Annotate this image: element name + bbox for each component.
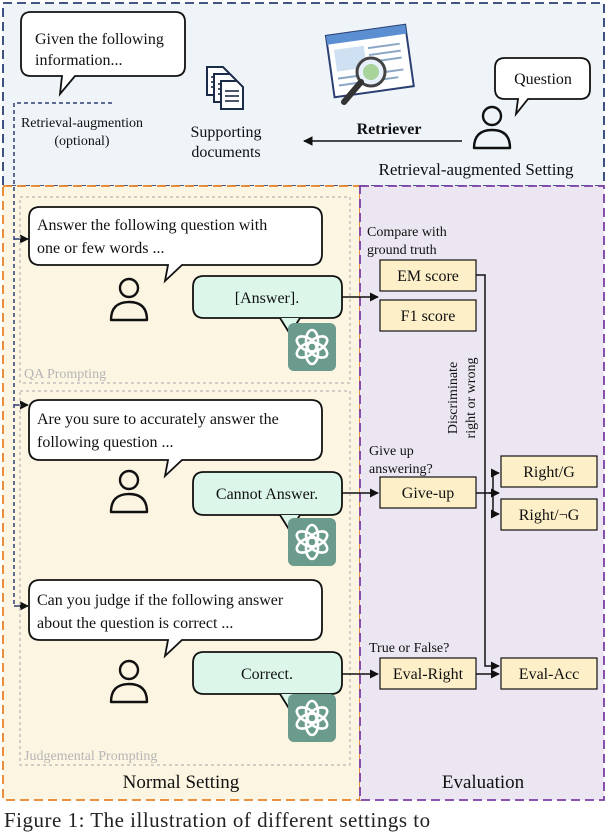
augmentation-label: Retrieval-augmention bbox=[21, 116, 143, 131]
retrieval-setting-label: Retrieval-augmented Setting bbox=[379, 160, 574, 179]
documents-label: documents bbox=[191, 144, 260, 161]
given-info-line2: information... bbox=[35, 52, 123, 69]
eval-acc-label: Eval-Acc bbox=[519, 666, 579, 683]
confidence-prompt-bubble: Are you sure to accurately answer the fo… bbox=[28, 399, 323, 479]
judgement-answer-text: Correct. bbox=[241, 666, 293, 683]
judgemental-prompting-label: Judgemental Prompting bbox=[24, 749, 157, 764]
qa-answer-bubble: [Answer]. bbox=[192, 275, 343, 336]
augmentation-optional-label: (optional) bbox=[54, 134, 110, 149]
chatgpt-icon bbox=[286, 321, 338, 373]
f1-score-box bbox=[379, 299, 477, 332]
eval-acc-box bbox=[500, 657, 598, 690]
qa-prompt-line1: Answer the following question with bbox=[37, 217, 267, 234]
normal-setting-label: Normal Setting bbox=[123, 772, 240, 793]
compare-label-line2: ground truth bbox=[367, 243, 437, 258]
question-bubble: Question bbox=[494, 57, 591, 118]
compare-label-line1: Compare with bbox=[367, 225, 447, 240]
setting-diagram: Given the following information... Suppo… bbox=[2, 2, 605, 801]
confidence-answer-bubble: Cannot Answer. bbox=[192, 471, 343, 533]
qa-prompt-line2: one or few words ... bbox=[37, 240, 165, 257]
giveup-question-line2: answering? bbox=[369, 462, 433, 477]
discriminate-label-line2: right or wrong bbox=[464, 358, 479, 439]
right-not-g-label: Right/¬G bbox=[519, 507, 580, 524]
qa-prompting-label: QA Prompting bbox=[24, 367, 106, 382]
supporting-label: Supporting bbox=[190, 124, 261, 141]
discriminate-label-line1: Discriminate bbox=[446, 362, 461, 434]
retriever-label: Retriever bbox=[357, 121, 422, 138]
chatgpt-icon bbox=[286, 516, 338, 568]
eval-right-box bbox=[379, 657, 477, 690]
em-score-label: EM score bbox=[397, 268, 459, 285]
given-info-bubble: Given the following information... bbox=[20, 11, 186, 97]
judgement-prompt-line2: about the question is correct ... bbox=[37, 615, 233, 632]
true-false-label: True or False? bbox=[369, 641, 449, 656]
f1-score-label: F1 score bbox=[401, 308, 456, 325]
giveup-box bbox=[379, 476, 477, 509]
confidence-answer-text: Cannot Answer. bbox=[216, 486, 318, 503]
judgement-prompt-line1: Can you judge if the following answer bbox=[37, 592, 284, 609]
em-score-box bbox=[379, 259, 477, 292]
judgement-answer-bubble: Correct. bbox=[192, 651, 343, 712]
discriminate-connector bbox=[476, 274, 500, 671]
evaluation-label: Evaluation bbox=[442, 772, 525, 793]
augmentation-connector bbox=[13, 102, 112, 606]
giveup-label: Give-up bbox=[402, 485, 454, 502]
confidence-prompt-line1: Are you sure to accurately answer the bbox=[37, 411, 279, 428]
confidence-prompt-line2: following question ... bbox=[37, 434, 173, 451]
browser-search-icon bbox=[324, 23, 415, 105]
chatgpt-icon bbox=[286, 692, 338, 744]
question-label: Question bbox=[514, 71, 572, 88]
right-g-box bbox=[500, 455, 598, 488]
given-info-line1: Given the following bbox=[35, 31, 164, 48]
judgemental-prompting-panel bbox=[19, 390, 351, 766]
right-g-label: Right/G bbox=[523, 464, 575, 481]
qa-answer-text: [Answer]. bbox=[235, 290, 299, 307]
figure-caption: Figure 1: The illustration of different … bbox=[4, 808, 431, 832]
giveup-question-line1: Give up bbox=[369, 444, 414, 459]
qa-prompt-bubble: Answer the following question with one o… bbox=[28, 206, 323, 284]
qa-prompting-panel bbox=[19, 196, 351, 384]
eval-right-label: Eval-Right bbox=[393, 666, 464, 683]
judgement-prompt-bubble: Can you judge if the following answer ab… bbox=[28, 579, 323, 659]
right-not-g-box bbox=[500, 498, 598, 531]
